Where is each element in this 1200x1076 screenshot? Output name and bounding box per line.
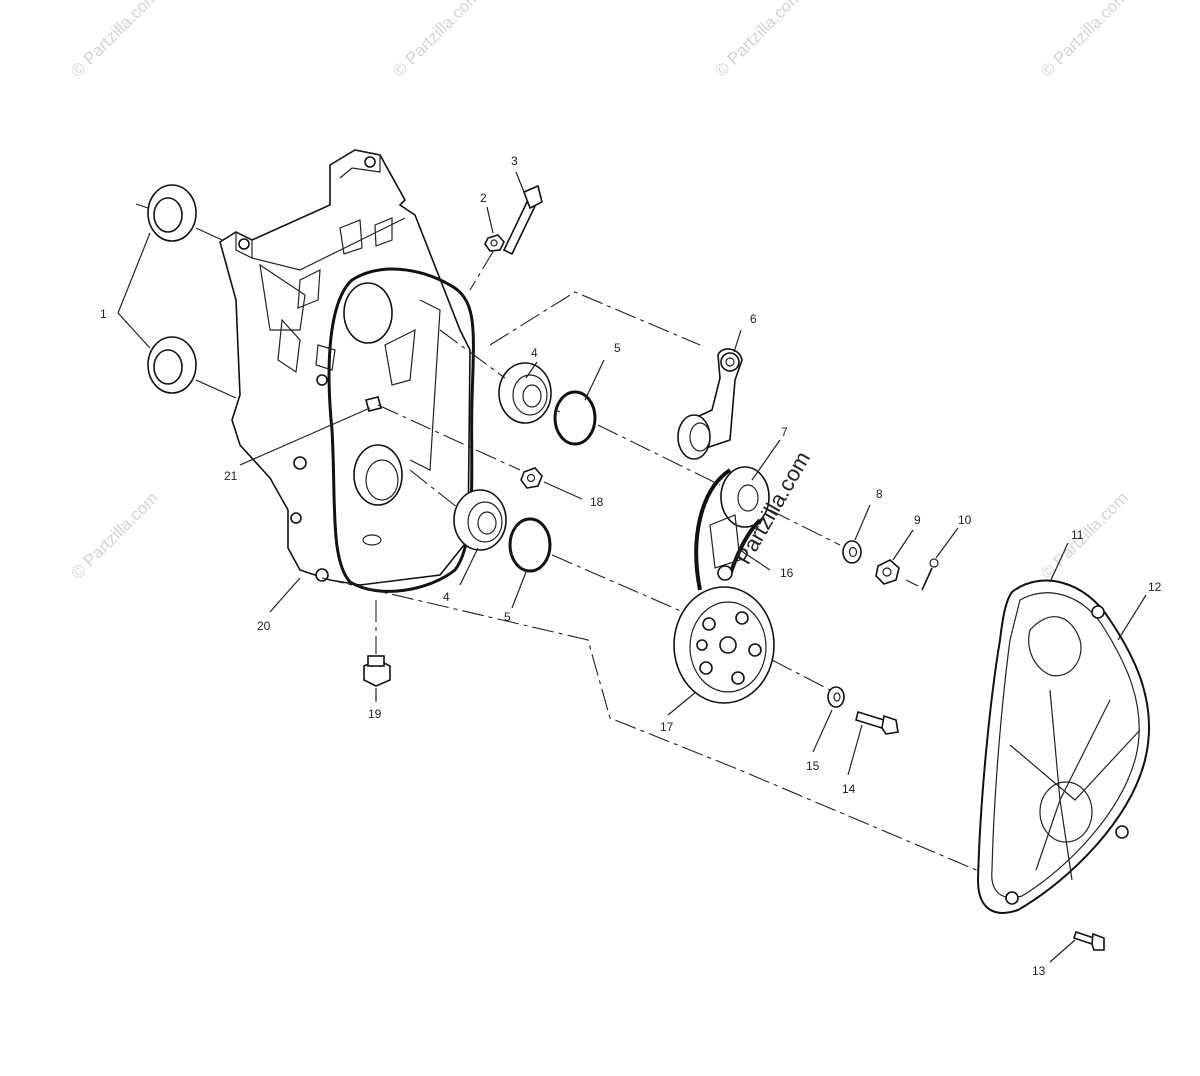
nut-18: [520, 467, 543, 489]
washer-8: [842, 540, 862, 564]
callout-18: 18: [590, 495, 604, 509]
snap-ring-upper: [553, 390, 597, 446]
drain-plug: [363, 655, 391, 687]
watermark-text: © Partzilla.com: [389, 0, 483, 81]
nut-9: [875, 559, 900, 585]
callout-1: 1: [100, 307, 107, 321]
sprocket-upper: [720, 466, 770, 528]
callout-5-lower: 5: [504, 610, 511, 624]
callout-2: 2: [480, 191, 487, 205]
callout-8: 8: [876, 487, 883, 501]
bolt-14: [855, 710, 899, 735]
callout-11: 11: [1071, 528, 1084, 542]
callout-14: 14: [842, 782, 856, 796]
callout-10: 10: [958, 513, 972, 527]
watermark-text: © Partzilla.com: [711, 0, 805, 81]
callouts: 1 2 3 4 5 6 7 8 9 10 11 12 13 14 15 16 1…: [100, 154, 1162, 978]
callout-15: 15: [806, 759, 820, 773]
chaincase-housing: [219, 149, 475, 593]
watermark-text: © Partzilla.com: [1037, 0, 1131, 81]
callout-17: 17: [660, 720, 674, 734]
cotter-pin: [921, 558, 939, 591]
callout-21: 21: [224, 469, 238, 483]
callout-7: 7: [781, 425, 788, 439]
callout-4-upper: 4: [531, 346, 538, 360]
chaincase-cover: [976, 579, 1150, 914]
callout-3: 3: [511, 154, 518, 168]
callout-4-lower: 4: [443, 590, 450, 604]
nut-2: [484, 234, 505, 252]
watermark-text: © Partzilla.com: [67, 488, 161, 582]
tensioner-arm: [677, 348, 743, 460]
callout-16: 16: [780, 566, 794, 580]
sprocket-lower: [673, 586, 775, 704]
bearing-upper: [498, 362, 552, 424]
bearing-lower: [453, 489, 507, 551]
oil-seal-upper: [147, 184, 197, 242]
snap-ring-lower: [508, 517, 552, 573]
callout-13: 13: [1032, 964, 1046, 978]
watermark-text: © Partzilla.com: [1037, 488, 1131, 582]
callout-12: 12: [1148, 580, 1162, 594]
watermark-text: © Partzilla.com: [67, 0, 161, 81]
washer-15: [827, 686, 845, 708]
leader-lines: [117, 171, 1147, 963]
bolt-13: [1072, 930, 1105, 951]
callout-19: 19: [368, 707, 382, 721]
callout-5-upper: 5: [614, 341, 621, 355]
oil-seal-lower: [147, 336, 197, 394]
callout-9: 9: [914, 513, 921, 527]
bolt-3: [502, 184, 543, 256]
callout-20: 20: [257, 619, 271, 633]
callout-6: 6: [750, 312, 757, 326]
